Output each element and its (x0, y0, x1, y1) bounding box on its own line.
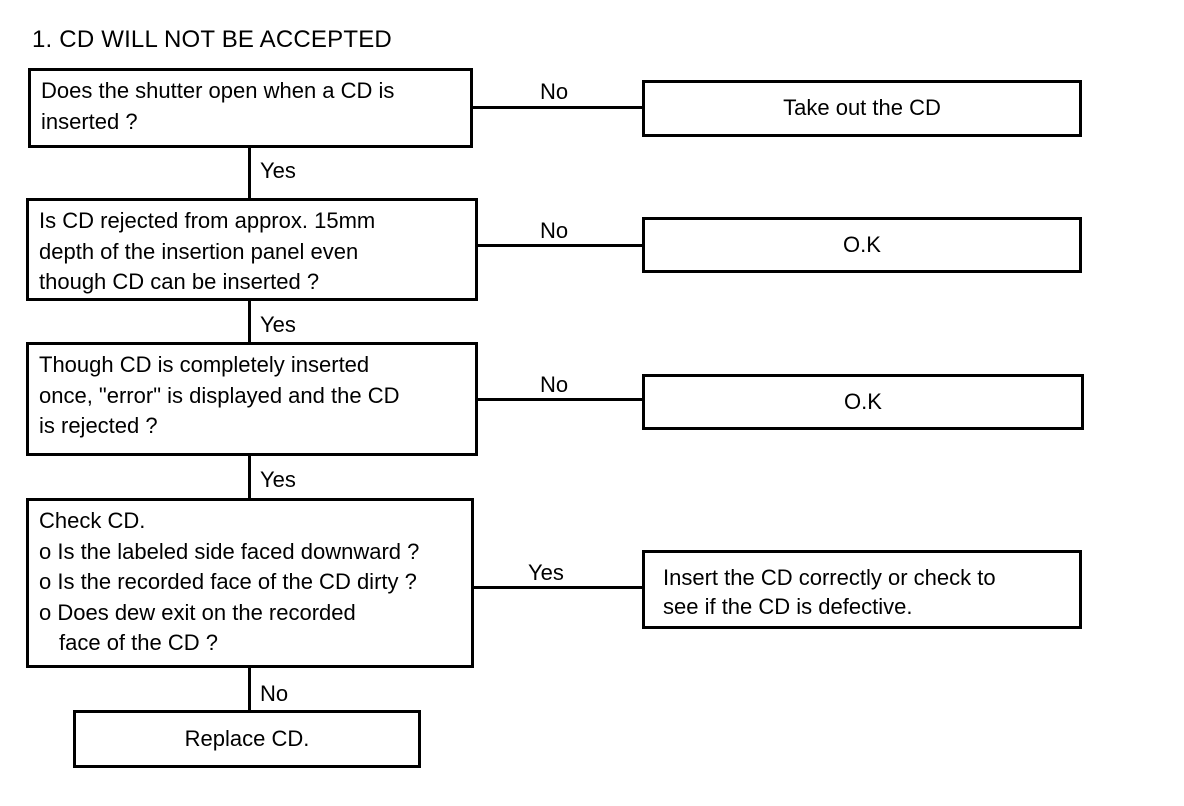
result-box-1: Take out the CD (642, 80, 1082, 137)
question-4-line-4: o Does dew exit on the recorded (39, 599, 356, 625)
question-4-line-1: Check CD. (39, 508, 146, 533)
result-3-text: O.K (844, 388, 882, 414)
question-3-line-2: once, "error" is displayed and the CD (39, 382, 400, 408)
question-4-line-5: face of the CD ? (59, 630, 218, 655)
connector-q1-result (473, 106, 643, 109)
question-box-1: Does the shutter open when a CD is inser… (28, 68, 473, 148)
branch-label-4: Yes (528, 560, 564, 585)
result-2-text: O.K (843, 231, 881, 257)
branch-label-2: No (540, 218, 569, 243)
question-2-line-1: Is CD rejected from approx. 15mm (39, 208, 376, 233)
question-4-line-3: o Is the recorded face of the CD dirty ? (39, 569, 417, 594)
branch-label-3: No (540, 372, 569, 397)
connector-q4-final (248, 668, 251, 712)
down-label-4: No (260, 681, 289, 706)
result-box-3: O.K (642, 374, 1084, 430)
question-box-3: Though CD is completely inserted once, "… (26, 342, 478, 456)
question-3-line-3: is rejected ? (39, 413, 158, 438)
down-label-2: Yes (260, 312, 296, 337)
branch-label-1: No (540, 79, 569, 104)
question-box-2: Is CD rejected from approx. 15mm depth o… (26, 198, 478, 301)
question-2-line-2: depth of the insertion panel even (39, 238, 359, 264)
connector-q2-q3 (248, 301, 251, 344)
question-2-line-3: though CD can be inserted ? (39, 269, 320, 294)
result-4-line-2: see if the CD is defective. (663, 594, 913, 619)
final-text: Replace CD. (184, 725, 310, 751)
question-3-line-1: Though CD is completely inserted (39, 352, 370, 377)
connector-q1-q2 (248, 148, 251, 200)
final-box: Replace CD. (73, 710, 421, 768)
result-4-line-1: Insert the CD correctly or check to (663, 565, 996, 590)
question-1-line-1: Does the shutter open when a CD is (41, 78, 395, 103)
connector-q3-result (478, 398, 643, 401)
down-label-3: Yes (260, 467, 296, 492)
result-box-4: Insert the CD correctly or check to see … (642, 550, 1082, 629)
connector-q4-result (474, 586, 643, 589)
page-title: 1. CD WILL NOT BE ACCEPTED (32, 26, 392, 53)
question-box-4: Check CD. o Is the labeled side faced do… (26, 498, 474, 668)
question-4-line-2: o Is the labeled side faced downward ? (39, 538, 420, 564)
connector-q2-result (478, 244, 643, 247)
connector-q3-q4 (248, 456, 251, 500)
down-label-1: Yes (260, 158, 296, 183)
question-1-line-2: inserted ? (41, 108, 138, 134)
result-1-text: Take out the CD (783, 95, 941, 121)
result-box-2: O.K (642, 217, 1082, 273)
